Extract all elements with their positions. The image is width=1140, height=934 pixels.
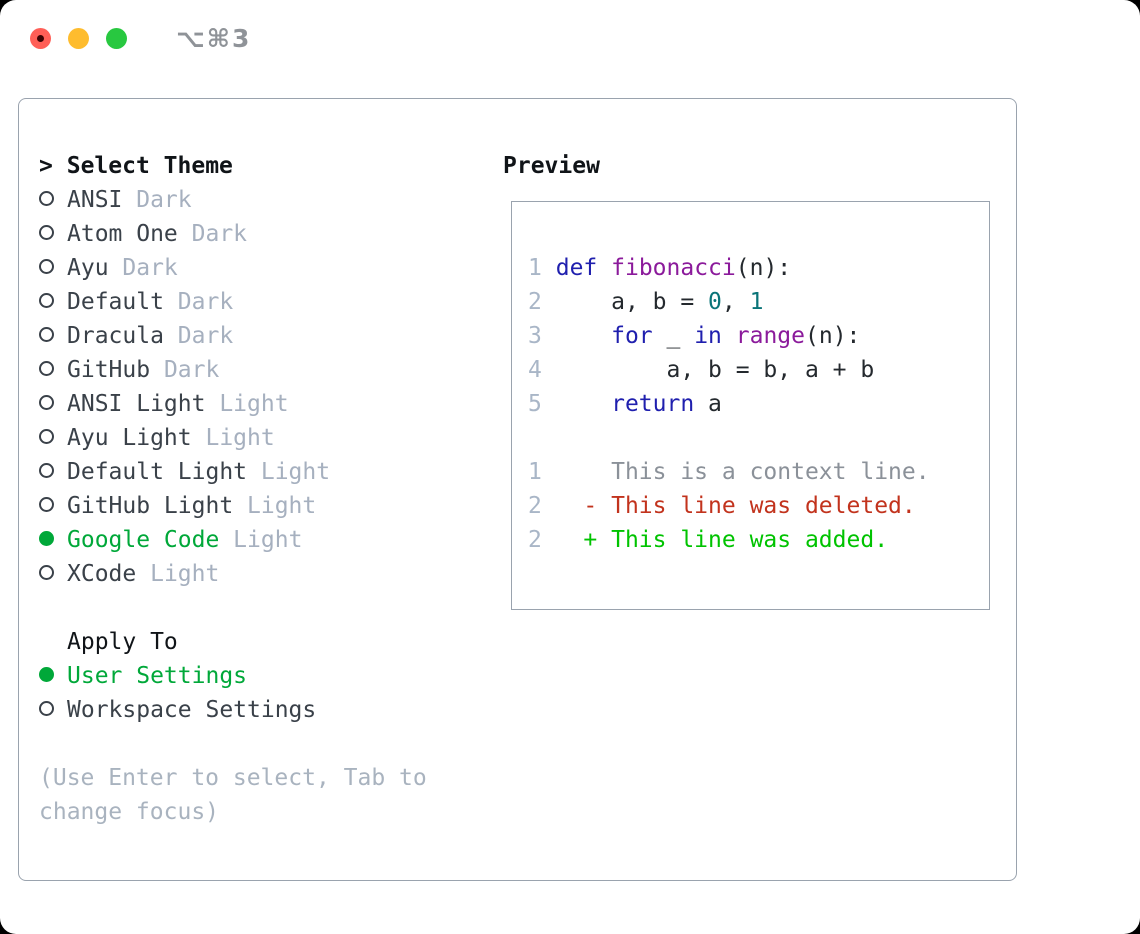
theme-variant: Light bbox=[219, 527, 303, 553]
titlebar: ⌥⌘3 bbox=[30, 24, 251, 53]
help-text: (Use Enter to select, Tab to change focus… bbox=[39, 761, 427, 829]
spacer bbox=[528, 421, 930, 455]
apply-option-user-settings[interactable]: User Settings bbox=[39, 659, 427, 693]
theme-option-ansi-light[interactable]: ANSI Light Light bbox=[39, 387, 427, 421]
line-number: 1 bbox=[528, 255, 542, 281]
radio-icon bbox=[39, 421, 67, 455]
theme-name: GitHub Light bbox=[67, 493, 234, 519]
radio-icon bbox=[39, 693, 67, 727]
code-line-1: 1 def fibonacci(n): bbox=[528, 255, 792, 281]
theme-variant: Dark bbox=[150, 357, 220, 383]
line-number: 2 bbox=[528, 493, 542, 519]
record-dot-icon bbox=[37, 35, 44, 42]
theme-variant: Dark bbox=[163, 289, 234, 315]
theme-variant: Dark bbox=[122, 187, 192, 213]
theme-option-github[interactable]: GitHub Dark bbox=[39, 353, 427, 387]
radio-icon bbox=[39, 183, 67, 217]
preview-panel: 1 def fibonacci(n): 2 a, b = 0, 1 3 for _ … bbox=[511, 201, 990, 610]
radio-icon bbox=[39, 387, 67, 421]
radio-selected-icon bbox=[39, 523, 67, 557]
theme-name: Atom One bbox=[67, 221, 178, 247]
theme-option-default[interactable]: Default Dark bbox=[39, 285, 427, 319]
maximize-button[interactable] bbox=[106, 28, 127, 49]
help-text-line: (Use Enter to select, Tab to bbox=[39, 765, 427, 791]
code-preview: 1 def fibonacci(n): 2 a, b = 0, 1 3 for _ … bbox=[528, 251, 930, 421]
theme-variant: Dark bbox=[108, 255, 178, 281]
line-number: 3 bbox=[528, 323, 542, 349]
line-number: 1 bbox=[528, 459, 542, 485]
code-line-3: 3 for _ in range(n): bbox=[528, 323, 861, 349]
spacer bbox=[39, 591, 427, 625]
theme-option-ayu-light[interactable]: Ayu Light Light bbox=[39, 421, 427, 455]
theme-variant: Light bbox=[205, 391, 289, 417]
window-title: ⌥⌘3 bbox=[176, 24, 252, 53]
theme-option-xcode[interactable]: XCode Light bbox=[39, 557, 427, 591]
theme-name: ANSI bbox=[67, 187, 123, 213]
theme-variant: Light bbox=[247, 459, 331, 485]
preview-title: Preview bbox=[503, 153, 600, 179]
apply-option-label: Workspace Settings bbox=[67, 697, 317, 723]
radio-icon bbox=[39, 319, 67, 353]
radio-icon bbox=[39, 557, 67, 591]
theme-name: GitHub bbox=[67, 357, 151, 383]
diff-line-deleted: 2 - This line was deleted. bbox=[528, 493, 916, 519]
radio-icon bbox=[39, 285, 67, 319]
radio-icon bbox=[39, 353, 67, 387]
radio-icon bbox=[39, 489, 67, 523]
select-theme-header: > Select Theme bbox=[39, 149, 427, 183]
radio-icon bbox=[39, 455, 67, 489]
theme-option-ansi[interactable]: ANSI Dark bbox=[39, 183, 427, 217]
theme-variant: Light bbox=[191, 425, 275, 451]
spacer bbox=[39, 727, 427, 761]
diff-preview: 1 This is a context line. 2 - This line w… bbox=[528, 455, 930, 557]
line-number: 2 bbox=[528, 289, 542, 315]
apply-option-label: User Settings bbox=[67, 663, 248, 689]
diff-line-added: 2 + This line was added. bbox=[528, 527, 889, 553]
theme-variant: Light bbox=[233, 493, 317, 519]
line-number: 4 bbox=[528, 357, 542, 383]
code-line-5: 5 return a bbox=[528, 391, 722, 417]
theme-name: Google Code bbox=[67, 527, 220, 553]
theme-name: Ayu bbox=[67, 255, 109, 281]
radio-icon bbox=[39, 217, 67, 251]
code-line-2: 2 a, b = 0, 1 bbox=[528, 289, 764, 315]
apply-to-header: Apply To bbox=[67, 629, 178, 655]
theme-option-github-light[interactable]: GitHub Light Light bbox=[39, 489, 427, 523]
theme-variant: Dark bbox=[177, 221, 248, 247]
theme-variant: Light bbox=[136, 561, 220, 587]
radio-icon bbox=[39, 251, 67, 285]
theme-variant: Dark bbox=[163, 323, 234, 349]
minimize-button[interactable] bbox=[68, 28, 89, 49]
select-theme-title: Select Theme bbox=[66, 153, 233, 179]
line-number: 2 bbox=[528, 527, 542, 553]
help-text-line: change focus) bbox=[39, 799, 220, 825]
radio-selected-icon bbox=[39, 659, 67, 693]
theme-name: Default bbox=[67, 289, 164, 315]
theme-option-google-code[interactable]: Google Code Light bbox=[39, 523, 427, 557]
line-number: 5 bbox=[528, 391, 542, 417]
diff-line-context: 1 This is a context line. bbox=[528, 459, 930, 485]
theme-option-ayu[interactable]: Ayu Dark bbox=[39, 251, 427, 285]
theme-name: Default Light bbox=[67, 459, 248, 485]
theme-name: Ayu Light bbox=[67, 425, 192, 451]
theme-option-default-light[interactable]: Default Light Light bbox=[39, 455, 427, 489]
close-button[interactable] bbox=[30, 28, 51, 49]
theme-name: XCode bbox=[67, 561, 137, 587]
theme-option-dracula[interactable]: Dracula Dark bbox=[39, 319, 427, 353]
apply-option-workspace-settings[interactable]: Workspace Settings bbox=[39, 693, 427, 727]
cursor-icon: > bbox=[39, 153, 53, 179]
theme-name: Dracula bbox=[67, 323, 164, 349]
theme-option-atom-one[interactable]: Atom One Dark bbox=[39, 217, 427, 251]
code-line-4: 4 a, b = b, a + b bbox=[528, 357, 875, 383]
theme-name: ANSI Light bbox=[67, 391, 206, 417]
